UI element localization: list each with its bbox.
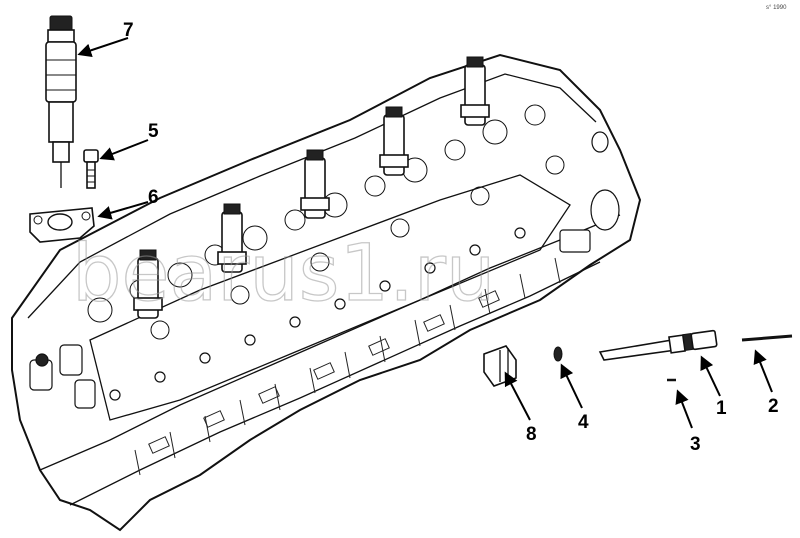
callout-7: 7 xyxy=(123,20,134,41)
corner-mark: s° 1990 xyxy=(766,5,787,11)
callout-6: 6 xyxy=(148,187,159,208)
leader-lines xyxy=(77,37,773,429)
installed-injectors xyxy=(133,56,490,319)
part-2-rod xyxy=(741,334,793,342)
callout-2: 2 xyxy=(768,396,779,417)
callout-8: 8 xyxy=(526,424,537,445)
part-6-clamp xyxy=(29,207,95,243)
callout-3: 3 xyxy=(690,434,701,455)
part-1-connector-tube xyxy=(598,329,718,361)
callout-1: 1 xyxy=(716,398,727,419)
part-7-injector xyxy=(45,15,77,188)
cylinder-head xyxy=(11,53,642,532)
callout-4: 4 xyxy=(578,412,589,433)
callout-5: 5 xyxy=(148,121,159,142)
part-8-plug xyxy=(483,345,517,387)
part-5-bolt xyxy=(83,149,99,189)
watermark: bearus1.ru xyxy=(72,229,495,319)
part-4-o-ring xyxy=(553,346,563,362)
